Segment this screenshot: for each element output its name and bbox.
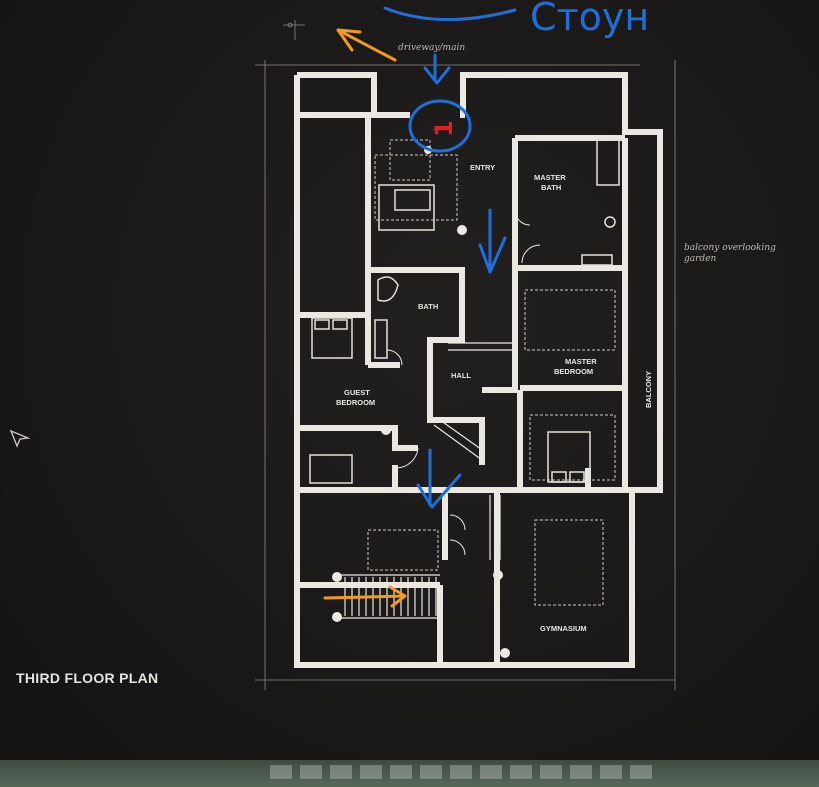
monitor-bezel: [0, 760, 819, 787]
ceiling-lights: [332, 146, 510, 658]
room-label-gymnasium: GYMNASIUM: [540, 624, 587, 633]
blue-scribble: [383, 6, 517, 21]
balcony-note-line2: garden: [684, 254, 717, 264]
room-label-guest-2: BEDROOM: [336, 398, 375, 407]
room-label-entry: ENTRY: [470, 163, 495, 172]
orange-arrow-stairs: [323, 585, 407, 608]
room-label-master-bath-2: BATH: [541, 183, 561, 192]
entry-marker: 1: [430, 120, 458, 137]
blue-arrow-3: [416, 448, 462, 509]
dimension-lines: [255, 20, 676, 690]
fixtures: [309, 139, 620, 484]
balcony-note-line1: balcony overlooking: [684, 243, 776, 253]
mouse-cursor-icon: [9, 429, 31, 448]
bezel-brand-strip: [270, 765, 660, 779]
blue-annotations: [383, 6, 517, 509]
orange-arrow-driveway: [336, 28, 397, 62]
room-label-master-bed-1: MASTER: [565, 357, 597, 366]
room-label-master-bath-1: MASTER: [534, 173, 566, 182]
handwritten-title: Стоун: [530, 0, 649, 39]
room-label-guest-1: GUEST: [344, 388, 370, 397]
blue-arrow-1: [423, 53, 451, 85]
room-label-bath: BATH: [418, 302, 438, 311]
plan-title: THIRD FLOOR PLAN: [16, 670, 159, 686]
room-label-balcony: BALCONY: [644, 371, 653, 408]
door-swings: [386, 209, 541, 556]
room-label-hall: HALL: [451, 371, 471, 380]
furniture-outlines: [367, 139, 616, 606]
walls: [294, 72, 663, 668]
orange-annotations: [323, 28, 407, 608]
blue-circle: [408, 99, 472, 153]
room-label-master-bed-2: BEDROOM: [554, 367, 593, 376]
blue-arrow-2: [478, 208, 507, 274]
driveway-note: driveway/main: [398, 43, 465, 53]
